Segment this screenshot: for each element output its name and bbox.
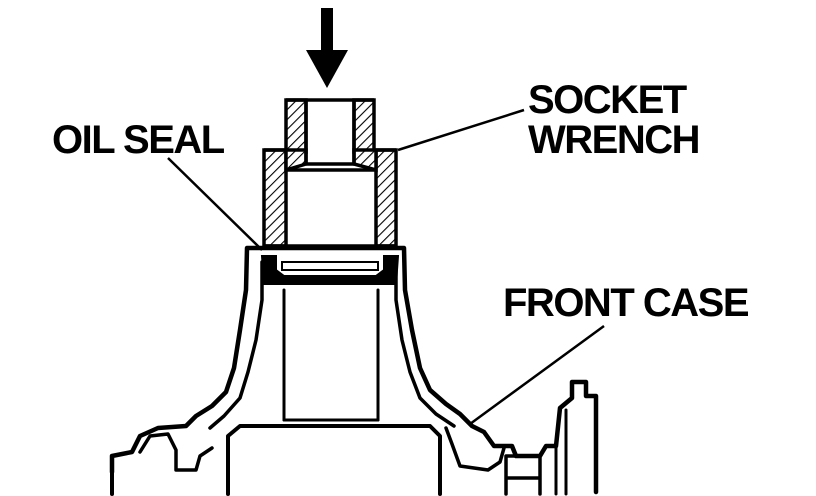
front-case-body [109,245,599,496]
oil-seal-label: OIL SEAL [52,118,225,162]
oil-seal-part [260,255,400,285]
oil-seal-leader-line [167,157,263,251]
socket-wrench-tool [262,98,398,248]
socket-wrench-label-line2: WRENCH [528,118,700,162]
socket-wrench-label: SOCKET WRENCH [528,78,700,162]
front-case-leader-line [469,324,605,426]
socket-wrench-label-line1: SOCKET [528,78,687,122]
socket-wrench-leader-line [397,108,525,152]
front-case-label: FRONT CASE [503,281,750,325]
arrow-down-icon [306,8,348,88]
